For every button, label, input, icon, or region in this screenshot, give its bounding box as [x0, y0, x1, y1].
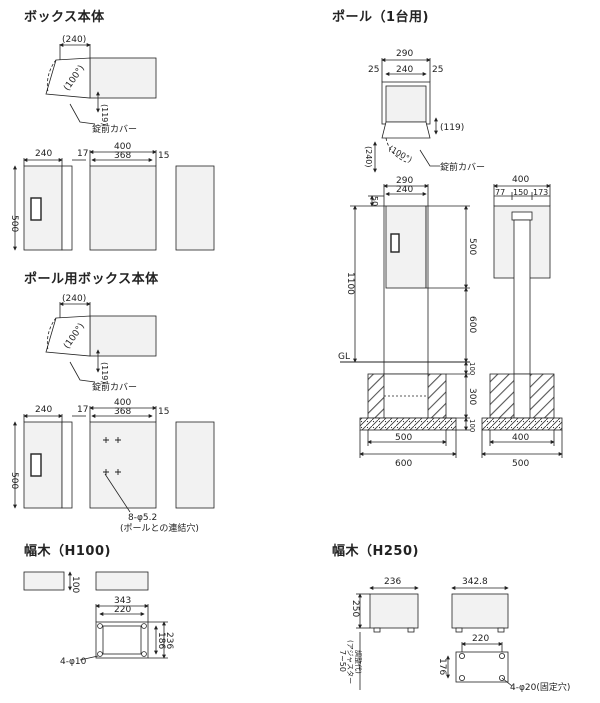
- dim-h100-343: 343: [114, 596, 131, 606]
- dim-box-400: 400: [114, 142, 131, 152]
- dim-pole-600-bottom: 600: [395, 459, 412, 469]
- dim-h250-250: 250: [350, 600, 360, 617]
- dim-h100-186: 186: [156, 632, 166, 649]
- box-front-view: [89, 165, 215, 251]
- dim-pole-500-front-bottom: 500: [512, 459, 529, 469]
- dim-polebox-17: 17: [77, 405, 88, 415]
- dim-pole-150: 150: [513, 188, 528, 197]
- dim-pole-240-top: 240: [396, 65, 413, 75]
- pole-front-view: [481, 184, 563, 458]
- dim-pole-500-bottom: 500: [395, 433, 412, 443]
- dim-h100-220: 220: [114, 605, 131, 615]
- dim-box-17: 17: [77, 149, 88, 159]
- dim-pole-290: 290: [396, 176, 413, 186]
- dim-pole-173: 173: [533, 188, 548, 197]
- dim-pole-240p: (240): [364, 146, 373, 168]
- dim-polebox-400: 400: [114, 398, 131, 408]
- dim-pole-290-top: 290: [396, 49, 413, 59]
- baseboard-h100-views: [23, 571, 168, 661]
- pole-top-view: [373, 58, 440, 173]
- section-title-baseboard-h250: 幅木（H250): [332, 544, 419, 559]
- dim-pole-300: 300: [467, 388, 477, 405]
- section-title-box: ボックス本体: [24, 10, 105, 25]
- dim-pole-77: 77: [495, 188, 505, 197]
- dim-pole-500-side: 500: [467, 238, 477, 255]
- dim-polebox-240: 240: [35, 405, 52, 415]
- dim-h250-220: 220: [472, 634, 489, 644]
- label-lock-cover-2: 錠前カバー: [92, 381, 137, 393]
- label-holes-note: (ポールとの連結穴): [120, 522, 199, 534]
- dim-h250-342-8: 342.8: [462, 577, 488, 587]
- dim-box-119p: (119): [100, 104, 109, 126]
- pole-box-front-view: [89, 421, 215, 513]
- dim-h250-236: 236: [384, 577, 401, 587]
- dim-box-500: 500: [9, 215, 19, 232]
- box-dimensions: [13, 150, 157, 251]
- baseboard-h250-views: [356, 586, 513, 690]
- dim-pole-25-left: 25: [368, 65, 379, 75]
- dim-pole-100deg: (100°): [387, 144, 414, 165]
- dim-h250-adjuster-range: 7~50: [338, 650, 347, 672]
- dim-h250-176: 176: [437, 658, 447, 675]
- label-gl: GL: [338, 352, 350, 362]
- label-lock-cover-3: 錠前カバー: [440, 161, 485, 173]
- dim-pole-400-front: 400: [512, 175, 529, 185]
- dim-box-240: 240: [35, 149, 52, 159]
- section-title-pole: ポール（1台用): [332, 10, 429, 25]
- section-title-pole-box: ポール用ボックス本体: [24, 272, 159, 287]
- box-side-view: [23, 165, 73, 251]
- dim-polebox-240p: (240): [62, 294, 86, 304]
- dim-pole-50: 50: [370, 196, 379, 206]
- dim-box-240p: (240): [62, 35, 86, 45]
- dim-pole-100-base: 100: [468, 419, 476, 432]
- dim-h100-100: 100: [70, 576, 80, 593]
- dim-h100-236: 236: [164, 632, 174, 649]
- section-title-baseboard-h100: 幅木（H100): [24, 544, 111, 559]
- pole-box-dimensions: [13, 406, 157, 509]
- dim-pole-600-side: 600: [467, 316, 477, 333]
- dim-polebox-368: 368: [114, 407, 131, 417]
- pole-side-view: [340, 184, 470, 458]
- dim-box-368: 368: [114, 151, 131, 161]
- dim-h250-adjuster-1: (アジャスター: [346, 640, 355, 684]
- dim-h250-adjuster-2: 調整代): [354, 650, 363, 674]
- label-fix-holes: 4-φ20(固定穴): [510, 681, 570, 693]
- label-holes-qty: 8-φ5.2: [128, 513, 157, 523]
- pole-box-top-view: [45, 302, 157, 383]
- dim-polebox-500: 500: [9, 472, 19, 489]
- label-bolt-holes: 4-φ10: [60, 657, 87, 667]
- dim-pole-1100: 1100: [345, 272, 355, 295]
- dim-pole-119p: (119): [440, 123, 464, 133]
- dim-pole-240: 240: [396, 185, 413, 195]
- dim-polebox-119p: (119): [100, 362, 109, 384]
- dim-pole-25-right: 25: [432, 65, 443, 75]
- pole-box-side-view: [23, 421, 73, 509]
- label-lock-cover-1: 錠前カバー: [92, 123, 137, 135]
- dim-box-15: 15: [158, 151, 169, 161]
- box-top-view: [45, 43, 157, 125]
- dim-polebox-15: 15: [158, 407, 169, 417]
- dim-pole-400-bottom: 400: [512, 433, 529, 443]
- dim-pole-100-gl: 100: [468, 362, 476, 375]
